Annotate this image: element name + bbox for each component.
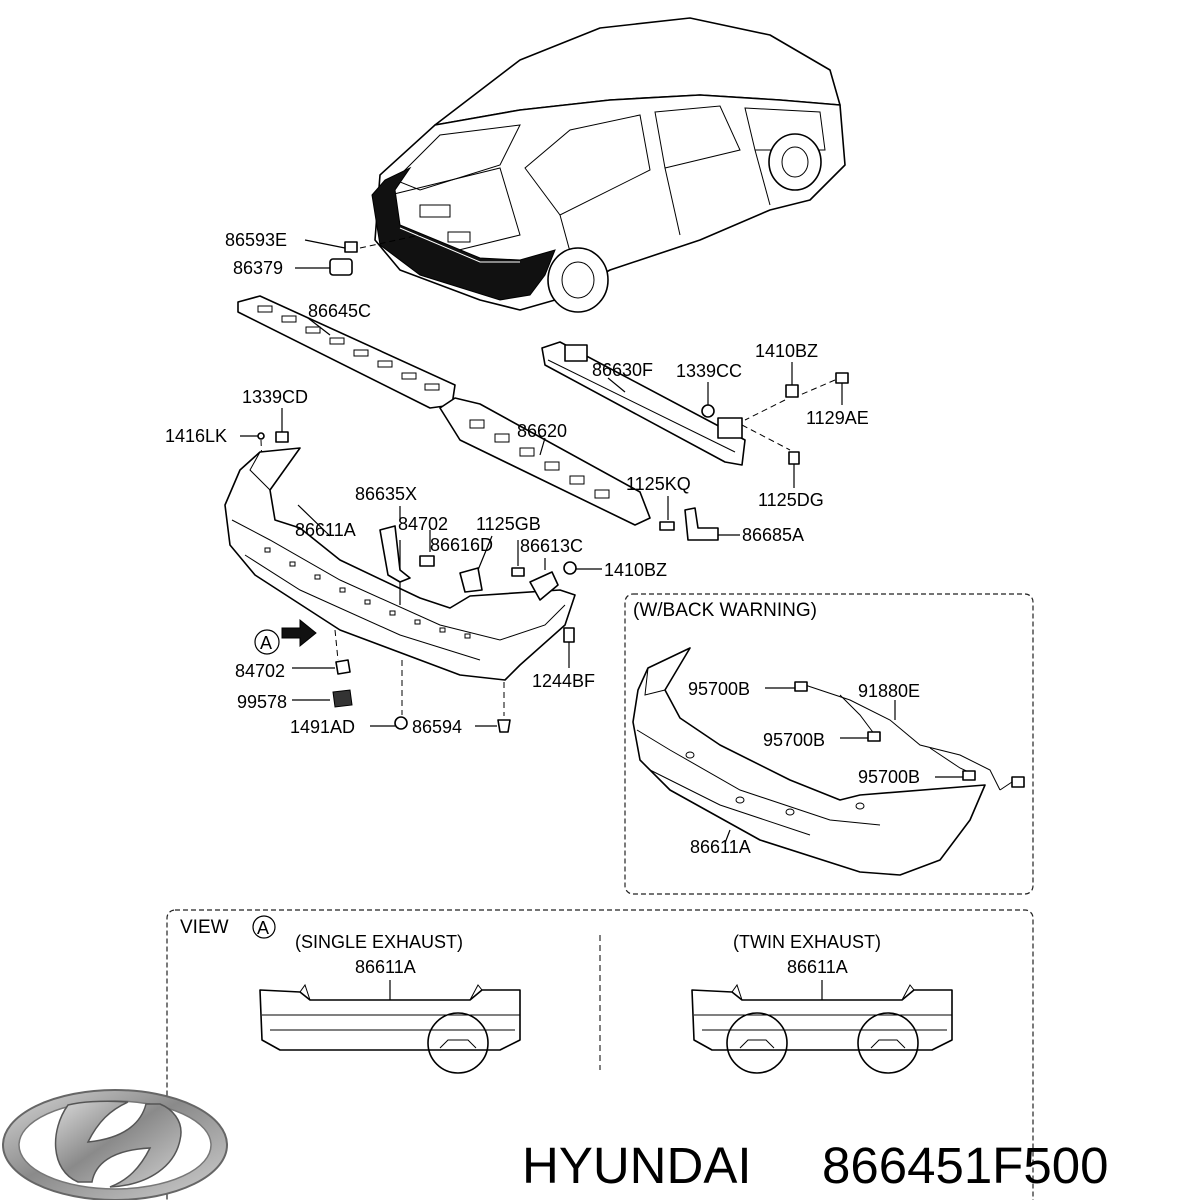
single-exhaust-title: (SINGLE EXHAUST) [295,932,463,952]
clip-1491AD: 1491AD [290,660,408,737]
label-86611A-warning: 86611A [690,837,751,857]
pad-99578: 99578 [237,689,353,712]
screw-1416LK: 1416LK [165,426,265,466]
nut-1339CD: 1339CD [242,387,308,443]
label-86616D: 86616D [430,535,493,555]
twin-exhaust-bumper [691,983,953,1074]
label-86379: 86379 [233,258,283,278]
part-number: 866451F500 [822,1137,1108,1194]
label-86613C: 86613C [520,536,583,556]
bolt-1125GB: 1125GB [459,514,541,593]
bracket-86685A: 86685A [684,507,804,545]
bolt-1125KQ: 1125KQ [626,474,691,531]
twin-exhaust-title: (TWIN EXHAUST) [733,932,881,952]
hyundai-logo-icon [2,1089,228,1200]
clip-86594: 86594 [412,682,511,737]
nut-1339CC: 1339CC [676,361,742,418]
label-1339CD: 1339CD [242,387,308,407]
view-a-marker: A [254,618,317,655]
label-84702-top: 84702 [398,514,448,534]
single-exhaust-bumper [259,983,521,1074]
vehicle-illustration [371,17,846,313]
label-1125DG: 1125DG [758,490,824,510]
label-95700B-2: 95700B [763,730,825,750]
label-1410BZ-mid: 1410BZ [604,560,667,580]
label-1129AE: 1129AE [806,408,869,428]
label-1416LK: 1416LK [165,426,227,446]
marker-a-letter: A [260,633,272,653]
label-1339CC: 1339CC [676,361,742,381]
label-86635X: 86635X [355,484,417,504]
cover-86379: 86379 [233,258,353,278]
clip-86593E: 86593E [225,230,421,253]
label-86594: 86594 [412,717,462,737]
part-86620: 86620 [439,397,651,526]
bolt-1244BF: 1244BF [532,627,595,691]
part-86645C: 86645C [237,295,456,409]
label-86630F: 86630F [592,360,653,380]
view-a-marker-letter: A [257,918,269,938]
label-1125GB: 1125GB [476,514,541,534]
back-warning-title: (W/BACK WARNING) [633,600,817,621]
twin-exhaust-part: 86611A [787,957,848,977]
clip-86616D: 86616D [419,530,493,567]
label-99578: 99578 [237,692,287,712]
nut-1410BZ-mid: 1410BZ [563,560,667,580]
label-1244BF: 1244BF [532,671,595,691]
single-exhaust-part: 86611A [355,957,416,977]
part-86611A-bumper: 86611A [224,447,576,681]
bolt-1129AE: 1129AE [799,372,869,428]
view-a-title: VIEW [180,917,229,938]
label-86645C: 86645C [308,301,371,321]
bracket-86613C: 86613C [520,536,583,601]
label-86593E: 86593E [225,230,287,250]
label-84702-bottom: 84702 [235,661,285,681]
back-warning-panel: (W/BACK WARNING) 95700B 91880E 95700B 95… [624,593,1034,895]
label-91880E: 91880E [858,681,920,701]
bracket-84702-bottom: 84702 [235,629,351,681]
label-86611A-main: 86611A [295,520,356,540]
bolt-1410BZ-top: 1410BZ [744,341,818,421]
part-86630F: 86630F [541,341,746,466]
label-1410BZ-top: 1410BZ [755,341,818,361]
view-a-panel: VIEW A (SINGLE EXHAUST) 86611A (TWIN EXH… [166,909,1034,1200]
bolt-1125DG: 1125DG [741,424,824,510]
label-95700B-1: 95700B [688,679,750,699]
label-1125KQ: 1125KQ [626,474,691,494]
label-86620: 86620 [517,421,567,441]
bracket-84702-top: 84702 [379,514,448,583]
brand-name: HYUNDAI [522,1137,752,1194]
label-1491AD: 1491AD [290,717,355,737]
label-86685A: 86685A [742,525,804,545]
label-95700B-3: 95700B [858,767,920,787]
